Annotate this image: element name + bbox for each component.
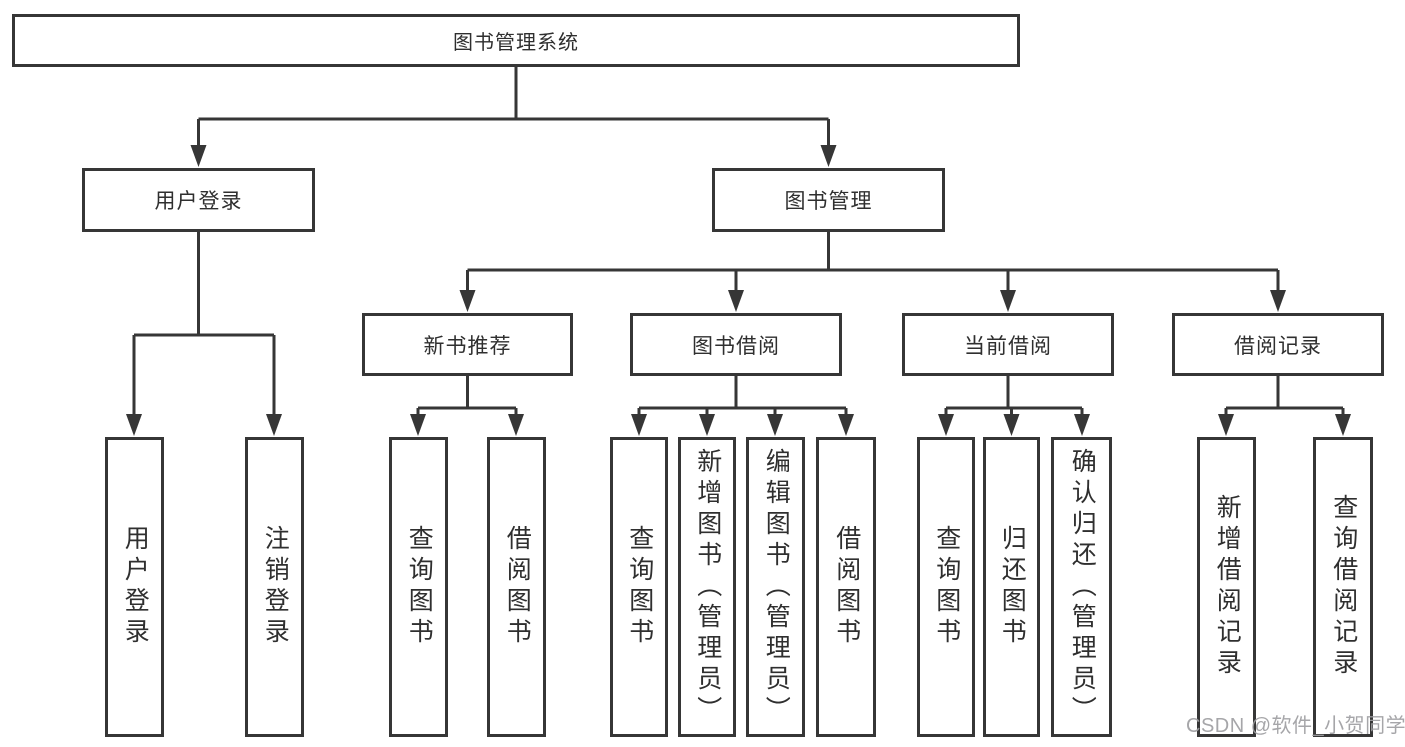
node-root: 图书管理系统 [12, 14, 1020, 67]
node-book-mgmt-branch: 图书管理 [712, 168, 945, 232]
node-new-book-recommend: 新书推荐 [362, 313, 573, 376]
node-new-book-recommend-label: 新书推荐 [423, 334, 512, 358]
node-borrowing-query-books: 查询图书 [610, 437, 668, 737]
csdn-watermark: CSDN @软件_小贺同学 [1186, 715, 1405, 737]
node-current-confirm-return-admin: 确认归还（管理员） [1051, 437, 1112, 737]
node-current-borrowing: 当前借阅 [902, 313, 1114, 376]
node-current-return-books: 归还图书 [983, 437, 1040, 737]
node-records-add-record: 新增借阅记录 [1197, 437, 1256, 737]
node-records-query-record: 查询借阅记录 [1313, 437, 1373, 737]
node-newbook-query-books: 查询图书 [389, 437, 448, 737]
node-root-label: 图书管理系统 [453, 32, 579, 54]
node-logout-action: 注销登录 [245, 437, 304, 737]
node-borrowing-borrow-books: 借阅图书 [816, 437, 876, 737]
node-user-login-branch-label: 用户登录 [154, 190, 243, 213]
node-book-borrowing-label: 图书借阅 [692, 334, 780, 358]
node-newbook-borrow-books: 借阅图书 [487, 437, 546, 737]
node-borrowing-edit-books-admin: 编辑图书（管理员） [746, 437, 805, 737]
node-borrowing-records-label: 借阅记录 [1234, 334, 1322, 358]
node-book-mgmt-branch-label: 图书管理 [784, 190, 873, 213]
node-current-query-books: 查询图书 [917, 437, 975, 737]
node-borrowing-records: 借阅记录 [1172, 313, 1384, 376]
node-borrowing-add-books-admin: 新增图书（管理员） [678, 437, 736, 737]
node-user-login-action: 用户登录 [105, 437, 164, 737]
node-current-borrowing-label: 当前借阅 [964, 334, 1052, 358]
node-user-login-branch: 用户登录 [82, 168, 315, 232]
node-book-borrowing: 图书借阅 [630, 313, 842, 376]
